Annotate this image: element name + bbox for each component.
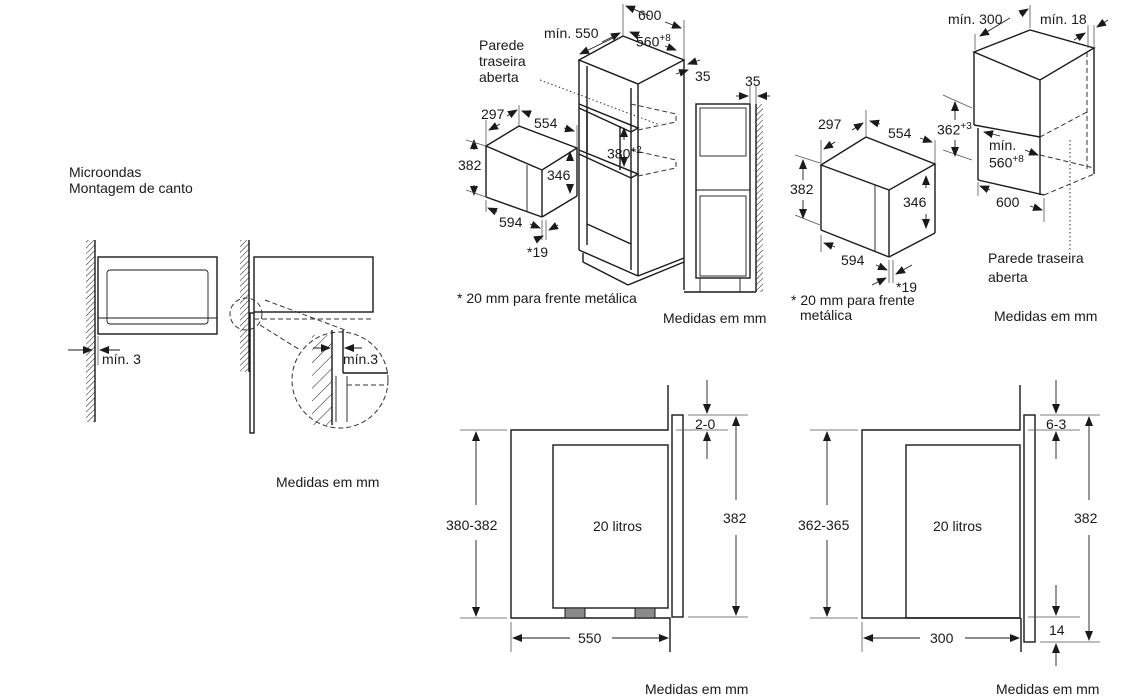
section-tall-cabinet: [460, 380, 748, 652]
wall-min-side: mín. 18: [1040, 11, 1087, 27]
wall-unit-front-width: 594: [841, 252, 865, 268]
section-tall-units: Medidas em mm: [645, 681, 749, 697]
tall-width-inner-tol: +8: [659, 33, 671, 44]
wall-hatch: [86, 240, 95, 422]
wall-front-offset: *19: [896, 279, 918, 295]
section-wall-niche-height: 362-365: [798, 517, 850, 533]
tall-unit-body-height: 346: [547, 167, 571, 183]
tall-unit-depth: 297: [481, 106, 505, 122]
foot: [564, 607, 586, 619]
section-wall-top-gap: 6-3: [1046, 416, 1067, 432]
microwave-body: [253, 256, 374, 313]
tall-back-gap: 35: [695, 68, 711, 84]
tall-unit-width: 554: [534, 115, 558, 131]
tall-niche-height: 380+2: [607, 143, 642, 162]
corner-title-line2: Montagem de canto: [69, 180, 193, 196]
corner-gap-front: mín. 3: [102, 351, 141, 367]
wall-parede-line1: Parede traseira: [988, 250, 1084, 266]
wall-parede-line2: aberta: [988, 269, 1028, 285]
section-wall-volume: 20 litros: [933, 518, 983, 534]
wall-niche-height: 362+3: [937, 119, 972, 138]
tall-niche-height-value: 380: [607, 145, 631, 162]
wall-unit-height: 382: [790, 181, 814, 197]
wall-unit-width: 554: [888, 125, 912, 141]
section-wall-front-height: 382: [1074, 510, 1098, 526]
wall-niche-height-value: 362: [937, 121, 961, 138]
wall-min-depth: mín. 300: [948, 11, 1003, 27]
section-wall-units: Medidas em mm: [996, 681, 1100, 697]
corner-title-line1: Microondas: [69, 164, 142, 180]
wall-min-width-tol: +8: [1012, 154, 1024, 165]
tall-parede-line3: aberta: [479, 69, 519, 85]
microwave-door-window: [106, 269, 209, 325]
wall-units: Medidas em mm: [994, 308, 1098, 324]
tall-footnote: * 20 mm para frente metálica: [457, 290, 637, 306]
wall-hatch: [240, 240, 249, 372]
cabinet-door: [249, 312, 255, 434]
tall-front-offset: *19: [527, 244, 549, 260]
wall-microwave-isometric: [794, 110, 937, 286]
section-wall-depth: 300: [930, 630, 954, 646]
wall-unit-body-height: 346: [903, 194, 927, 210]
tall-width-inner: 560+8: [636, 31, 671, 50]
wall-min-width: 560+8: [989, 152, 1024, 171]
section-tall-depth: 550: [578, 630, 602, 646]
wall-niche-height-tol: +3: [960, 121, 972, 132]
tall-cabinet-isometric: [465, 4, 701, 290]
wall-footnote-line1: * 20 mm para frente: [791, 292, 915, 308]
tall-unit-front-width: 594: [499, 214, 523, 230]
tall-width-inner-value: 560: [636, 33, 660, 50]
tall-parede-line2: traseira: [479, 53, 526, 69]
corner-gap-detail: mín.3: [343, 351, 379, 367]
tall-niche-height-tol: +2: [630, 145, 642, 156]
detail-circle: [291, 331, 389, 429]
section-tall-niche-height: 380-382: [446, 517, 498, 533]
corner-mounting-front-view: [68, 240, 218, 422]
wall-unit-depth: 297: [818, 116, 842, 132]
section-wall-bottom-gap: 14: [1049, 622, 1065, 638]
tall-units: Medidas em mm: [663, 310, 767, 326]
section-wall-cabinet: [810, 380, 1100, 666]
tall-parede-line1: Parede: [479, 37, 525, 53]
wall-min-width-label: mín.: [989, 137, 1017, 153]
tall-unit-height: 382: [458, 157, 482, 173]
section-tall-volume: 20 litros: [593, 518, 643, 534]
wall-cabinet-width: 600: [996, 194, 1020, 210]
corner-mounting-top-view: [229, 240, 389, 434]
wall-min-width-value: 560: [989, 154, 1013, 171]
tall-cabinet-side-view: [684, 86, 770, 293]
section-tall-top-gap: 2-0: [695, 416, 716, 432]
tall-min-depth: mín. 550: [544, 25, 599, 41]
microwave-front: [97, 256, 218, 335]
wall-footnote-line2: metálica: [800, 307, 853, 323]
section-tall-front-height: 382: [723, 510, 747, 526]
wall-cabinet-isometric: [942, 5, 1109, 250]
tall-width-outer: 600: [638, 7, 662, 23]
corner-units: Medidas em mm: [276, 474, 380, 490]
foot: [634, 607, 656, 619]
tall-side-gap: 35: [745, 73, 761, 89]
